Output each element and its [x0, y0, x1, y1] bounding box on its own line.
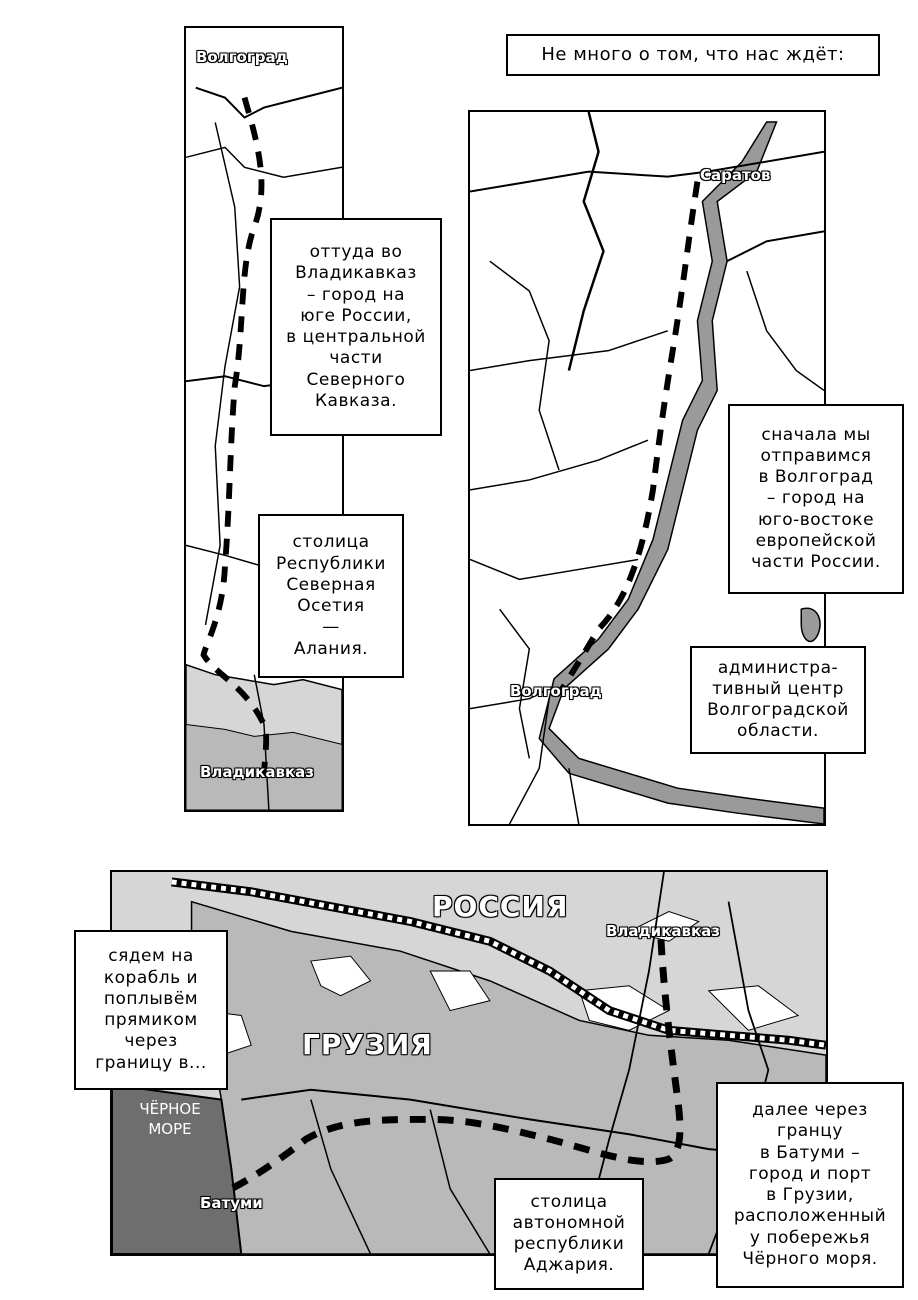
map-label-batumi: Батуми — [199, 1193, 263, 1212]
intro-caption: Не много о том, что нас ждёт: — [506, 34, 880, 76]
map-label-georgia: ГРУЗИЯ — [301, 1027, 433, 1061]
map-label-vladikavkaz-bottom: Владикавказ — [605, 921, 720, 940]
caption-volgograd-desc: сначала мы отправимся в Волгоград – горо… — [728, 404, 904, 594]
caption-ship: сядем на корабль и поплывём прямиком чер… — [74, 930, 228, 1090]
map-label-saratov: Саратов — [699, 165, 771, 184]
map-label-volgograd: Волгоград — [195, 47, 288, 66]
map-label-vladikavkaz: Владикавказ — [199, 762, 314, 781]
caption-adjara: столица автономной республики Аджария. — [494, 1178, 644, 1290]
map-panel-georgia: РОССИЯ ГРУЗИЯ Владикавказ Батуми ЧЁРНОЕ … — [110, 870, 828, 1256]
map-label-volgograd-right: Волгоград — [509, 681, 602, 700]
map-bottom-svg — [112, 872, 826, 1254]
caption-volgograd-admin: администра- тивный центр Волгоградской о… — [690, 646, 866, 754]
caption-vladikavkaz-desc: оттуда во Владикавказ – город на юге Рос… — [270, 218, 442, 436]
caption-alania: столица Республики Северная Осетия — Ала… — [258, 514, 404, 678]
map-label-russia: РОССИЯ — [431, 889, 569, 923]
map-right-svg — [470, 112, 824, 824]
caption-batumi-desc: далее через гранцу в Батуми – город и по… — [716, 1082, 904, 1288]
map-label-black-sea: ЧЁРНОЕ МОРЕ — [139, 1100, 201, 1138]
